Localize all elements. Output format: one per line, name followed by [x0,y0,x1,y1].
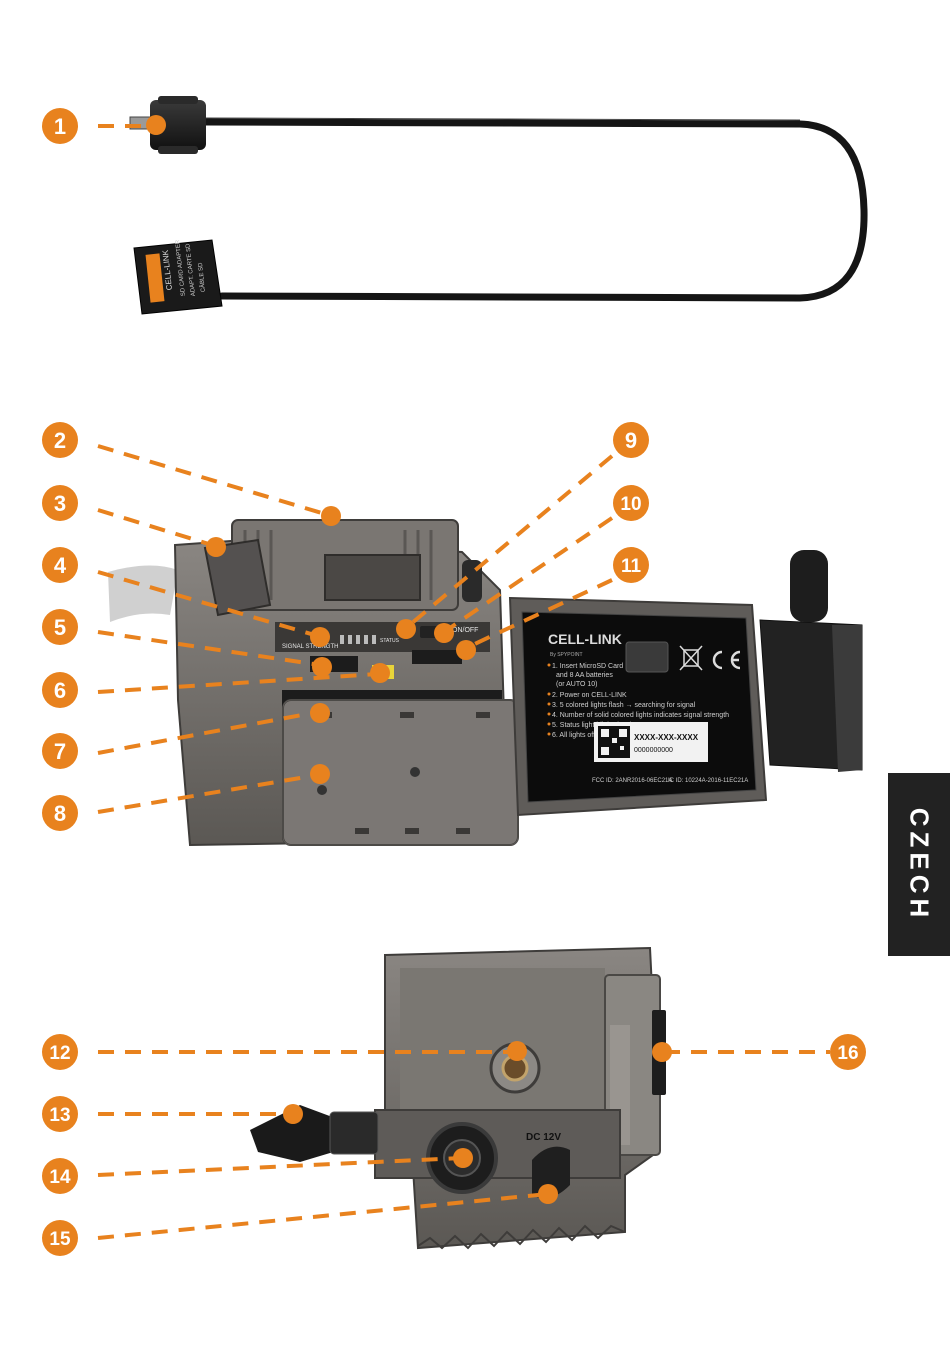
door-steps-numbers [547,663,551,736]
leader-line-4 [97,570,319,638]
leader-line-7 [97,710,319,755]
dot-10 [434,623,454,643]
adapter-brand: CELL-LINK [161,249,174,291]
language-tab: CZECH [888,773,950,956]
fcc-id: FCC ID: 2ANR2016-06EC21A [592,778,672,784]
callout-8: 8 [42,795,78,831]
callout-number: 13 [49,1105,70,1126]
callout-9: 9 [613,422,649,458]
callout-1: 1 [42,108,78,144]
leader-line-10 [442,516,614,634]
camera-back-view: DC 12V [250,946,666,1250]
callout-3: 3 [42,485,78,521]
sd-adapter-cable: CELL-LINK SD CARD ADAPTER ADAPT. CARTE S… [129,96,868,315]
callout-16: 16 [830,1034,866,1070]
dot-6 [370,663,390,683]
leader-line-5 [97,630,321,667]
dot-14 [453,1148,473,1168]
leader-lines [97,124,830,1240]
door-brand: CELL-LINK [548,631,622,647]
leader-line-3 [97,508,213,547]
callout-number: 11 [621,556,642,577]
callout-13: 13 [42,1096,78,1132]
callout-number: 7 [54,739,66,764]
callout-4: 4 [42,547,78,583]
door-sub: By SPYPOINT [550,652,583,658]
callout-number: 3 [54,491,66,516]
dot-11 [456,640,476,660]
callout-5: 5 [42,609,78,645]
dot-12 [507,1041,527,1061]
cable-connector [129,96,206,154]
callout-6: 6 [42,672,78,708]
leader-line-6 [97,672,379,694]
door-step: (or AUTO 10) [556,681,598,688]
callout-number: 12 [49,1043,70,1064]
callout-7: 7 [42,733,78,769]
callout-14: 14 [42,1158,78,1194]
callout-number: 5 [54,615,66,640]
callout-badges: 1 2 3 4 5 6 7 8 9 10 11 12 13 14 15 16 [42,108,866,1256]
camera-open-view: SIGNAL STRENGTH STATUS ON/OFF CELL-LINK … [108,519,863,847]
callout-15: 15 [42,1220,78,1256]
callout-number: 2 [54,428,66,453]
dot-3 [206,537,226,557]
door-step: 5. Status light blinks (30s) [552,722,632,729]
weee-icon [679,645,703,671]
dot-16 [652,1042,672,1062]
callout-number: 6 [54,678,66,703]
callout-number: 10 [620,494,641,515]
callout-number: 1 [54,114,66,139]
leader-line-15 [97,1192,549,1240]
door-step: 3. 5 colored lights flash → searching fo… [552,702,696,709]
door-step: 4. Number of solid colored lights indica… [552,712,729,719]
dot-4 [310,627,330,647]
label-on-off: ON/OFF [452,627,478,634]
callout-number: 15 [49,1229,71,1250]
label-dc-12v: DC 12V [526,1132,561,1143]
adapter-line-3: CÂBLE SD [197,262,207,293]
sd-card-adapter: CELL-LINK SD CARD ADAPTER ADAPT. CARTE S… [133,239,223,315]
leader-line-9 [404,454,614,630]
door-step: 1. Insert MicroSD Card [552,663,623,670]
ic-id: IC ID: 10224A-2016-11EC21A [668,778,748,784]
serial-number-2: 0000000000 [634,747,673,754]
callout-11: 11 [613,547,649,583]
signal-leds [340,635,376,644]
leader-line-2 [97,444,326,516]
door-window [625,641,669,673]
dot-2 [321,506,341,526]
leader-line-14 [97,1156,463,1177]
label-signal-strength: SIGNAL STRENGTH [282,644,338,650]
callout-number: 9 [625,428,637,453]
language-tab-label: CZECH [904,807,935,922]
leader-dots [146,115,672,1204]
callout-number: 4 [54,553,67,578]
callout-number: 8 [54,801,66,826]
adapter-line-1: SD CARD ADAPTER [175,239,187,297]
qr-code-icon [598,726,630,758]
dot-1 [146,115,166,135]
door-step: and 8 AA batteries [556,672,613,679]
dot-15 [538,1184,558,1204]
leader-line-8 [97,773,319,814]
callout-number: 16 [837,1043,858,1064]
callout-number: 14 [49,1167,71,1188]
dot-5 [312,657,332,677]
dot-8 [310,764,330,784]
dot-9 [396,619,416,639]
label-status: STATUS [380,638,400,644]
serial-number: XXXX-XXX-XXXX [634,733,699,742]
adapter-line-2: ADAPT. CARTE SD [185,243,197,297]
ce-mark-icon [712,650,741,670]
dot-7 [310,703,330,723]
callout-2: 2 [42,422,78,458]
dot-13 [283,1104,303,1124]
callout-10: 10 [613,485,649,521]
door-step: 2. Power on CELL-LINK [552,692,627,699]
callout-12: 12 [42,1034,78,1070]
